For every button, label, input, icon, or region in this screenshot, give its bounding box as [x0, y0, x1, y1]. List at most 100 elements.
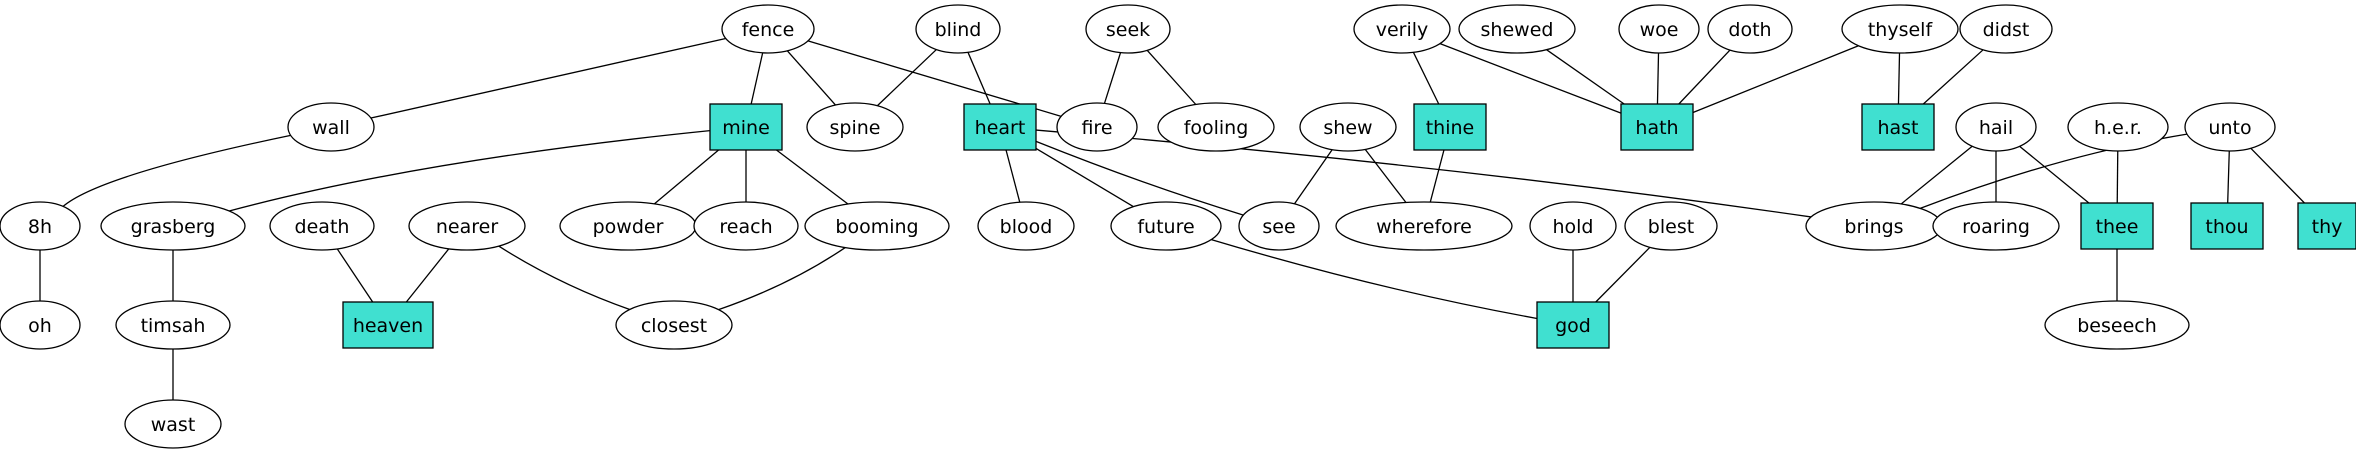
node-blood: blood [977, 201, 1075, 251]
node-timsah-label: timsah [141, 315, 206, 337]
node-thou: thou [2190, 202, 2264, 250]
node-blest-ellipse [1624, 201, 1718, 251]
edge-didst-hast [1922, 49, 1984, 105]
node-shew-label: shew [1323, 117, 1372, 139]
node-grasberg: grasberg [100, 201, 246, 251]
node-wall-label: wall [312, 117, 350, 139]
edge-wall-8h [62, 134, 291, 207]
node-god-label: god [1555, 315, 1591, 337]
node-wall-ellipse [287, 102, 375, 152]
edge-thine-wherefore [1429, 149, 1445, 203]
node-thine-label: thine [1426, 117, 1475, 139]
node-wast-label: wast [151, 414, 196, 436]
node-woe-ellipse [1618, 4, 1700, 54]
node-hast-box [1861, 103, 1935, 151]
node-didst-label: didst [1983, 19, 2030, 41]
node-thy: thy [2297, 202, 2356, 250]
node-unto: unto [2184, 102, 2276, 152]
edge-heart-see [1035, 140, 1244, 216]
node-seek-label: seek [1106, 19, 1150, 41]
node-thy-label: thy [2312, 216, 2343, 238]
node-future-ellipse [1110, 201, 1222, 251]
graph-edges [39, 37, 2305, 400]
node-fooling-ellipse [1157, 102, 1275, 152]
edge-verily-thine [1412, 52, 1440, 105]
node-thou-label: thou [2205, 216, 2248, 238]
node-booming-ellipse [804, 201, 950, 251]
node-brings-label: brings [1844, 216, 1903, 238]
node-fire-label: fire [1081, 117, 1112, 139]
node-reach: reach [693, 201, 799, 251]
node-nearer: nearer [408, 201, 526, 251]
edge-verily-hath [1439, 43, 1622, 114]
node-god-box [1536, 301, 1610, 349]
node-blood-label: blood [1000, 216, 1053, 238]
edge-fence-wall [370, 37, 726, 119]
node-her-label: h.e.r. [2094, 117, 2142, 139]
node-oh-label: oh [28, 315, 52, 337]
node-thee-label: thee [2096, 216, 2139, 238]
node-beseech-label: beseech [2077, 315, 2157, 337]
node-roaring-label: roaring [1962, 216, 2030, 238]
node-hast: hast [1861, 103, 1935, 151]
edge-hail-thee [2019, 145, 2090, 204]
node-see-ellipse [1238, 201, 1320, 251]
node-wast-ellipse [124, 399, 222, 449]
node-fence-label: fence [742, 19, 795, 41]
node-shewed-ellipse [1458, 4, 1576, 54]
edge-shewed-hath [1546, 49, 1625, 105]
edge-mine-grasberg [229, 129, 711, 212]
node-timsah: timsah [115, 300, 231, 350]
node-heaven-box [342, 301, 434, 349]
node-hath: hath [1620, 103, 1694, 151]
node-beseech-ellipse [2044, 300, 2190, 350]
node-fire-ellipse [1056, 102, 1138, 152]
node-verily-label: verily [1376, 19, 1429, 41]
edge-heart-future [1035, 147, 1134, 208]
node-wherefore: wherefore [1335, 201, 1513, 251]
node-wall: wall [287, 102, 375, 152]
node-thine-box [1413, 103, 1487, 151]
node-closest: closest [615, 300, 733, 350]
node-shewed: shewed [1458, 4, 1576, 54]
node-shew-ellipse [1299, 102, 1397, 152]
node-blood-ellipse [977, 201, 1075, 251]
node-heart-box [963, 103, 1037, 151]
node-closest-ellipse [615, 300, 733, 350]
node-hath-label: hath [1635, 117, 1678, 139]
node-seek-ellipse [1085, 4, 1171, 54]
edge-mine-powder [653, 149, 720, 205]
node-doth: doth [1707, 4, 1793, 54]
node-wherefore-ellipse [1335, 201, 1513, 251]
node-8h: 8h [0, 201, 81, 251]
node-roaring-ellipse [1932, 201, 2060, 251]
node-fence-ellipse [721, 4, 815, 54]
node-blind-ellipse [915, 4, 1001, 54]
node-blind-label: blind [935, 19, 982, 41]
node-heaven: heaven [342, 301, 434, 349]
node-death: death [269, 201, 375, 251]
node-thou-box [2190, 202, 2264, 250]
node-wast: wast [124, 399, 222, 449]
node-oh-ellipse [0, 300, 81, 350]
node-hold-label: hold [1552, 216, 1593, 238]
node-hold: hold [1529, 201, 1617, 251]
node-her: h.e.r. [2067, 102, 2169, 152]
node-unto-ellipse [2184, 102, 2276, 152]
node-oh: oh [0, 300, 81, 350]
node-hail-label: hail [1979, 117, 2013, 139]
edge-hail-brings [1900, 145, 1973, 205]
edge-unto-thou [2227, 150, 2230, 204]
node-see: see [1238, 201, 1320, 251]
node-spine-ellipse [806, 102, 904, 152]
edge-blind-spine [876, 49, 937, 107]
node-powder: powder [559, 201, 697, 251]
node-death-ellipse [269, 201, 375, 251]
node-woe: woe [1618, 4, 1700, 54]
node-didst: didst [1959, 4, 2053, 54]
edge-nearer-closest [498, 245, 630, 311]
node-verily-ellipse [1353, 4, 1451, 54]
edge-future-god [1211, 238, 1538, 320]
node-wherefore-label: wherefore [1376, 216, 1472, 238]
node-powder-label: powder [593, 216, 664, 238]
